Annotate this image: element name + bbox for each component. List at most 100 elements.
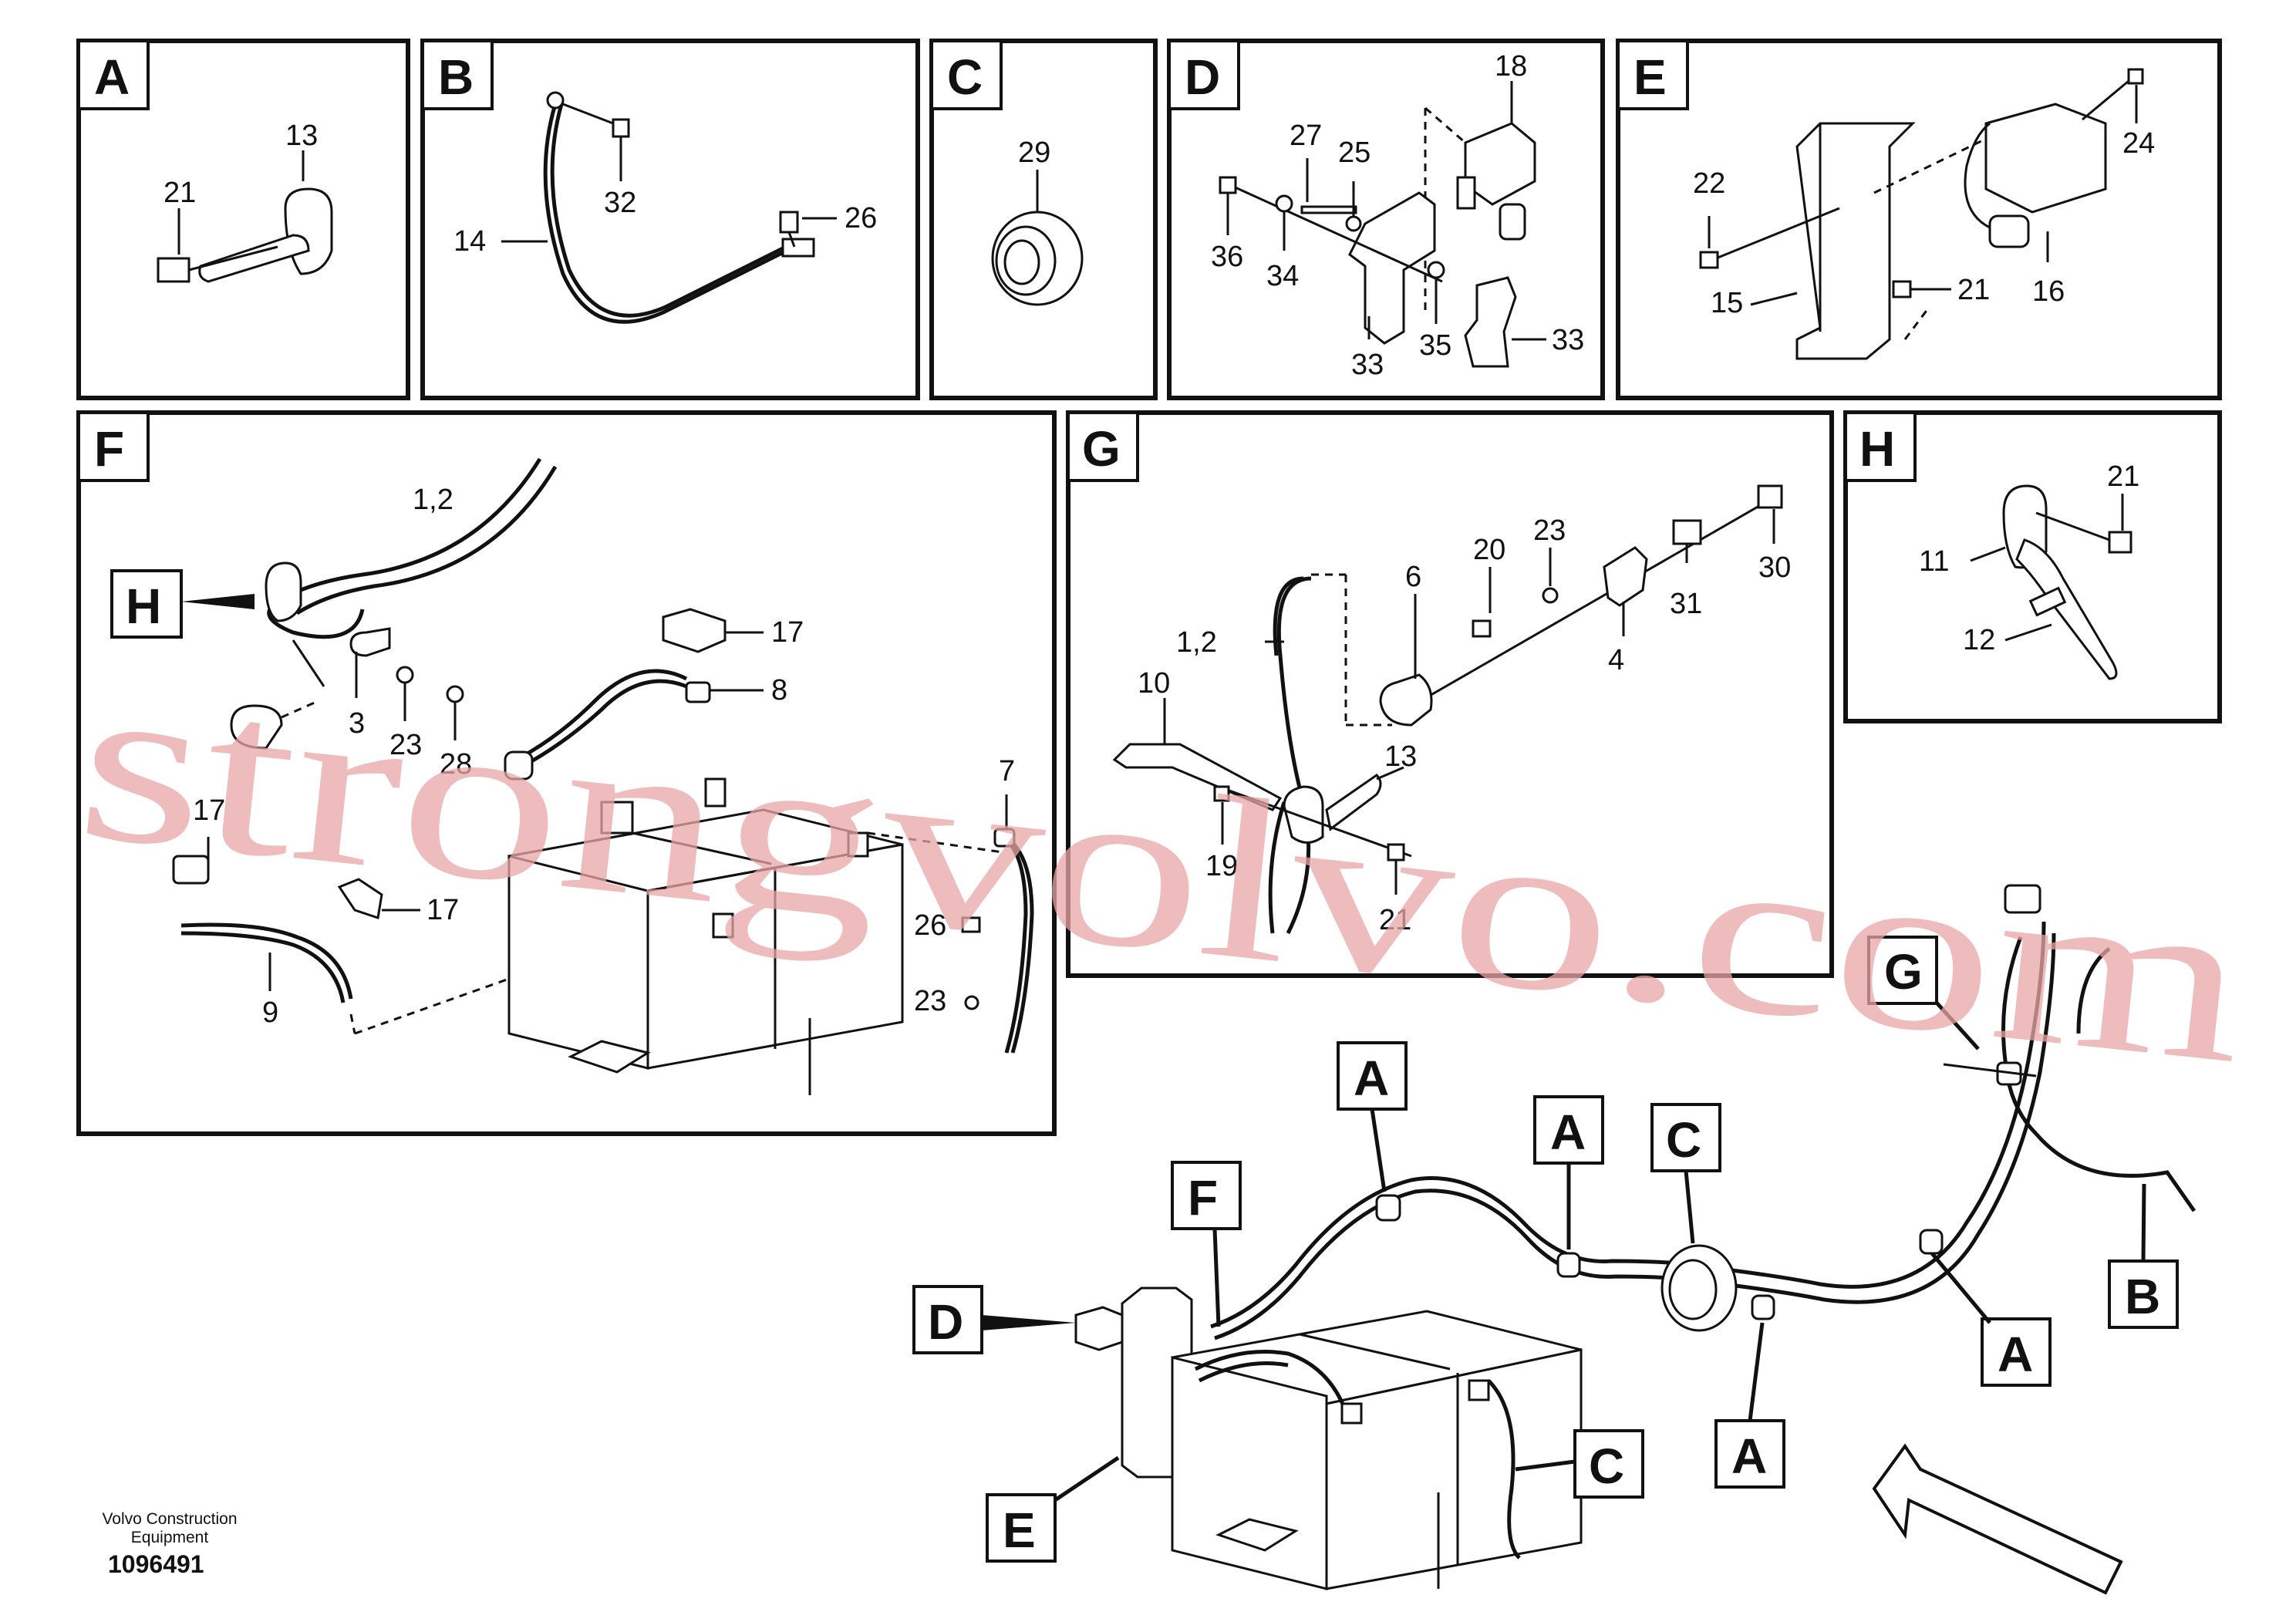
label-1-2: 1,2 <box>413 484 453 516</box>
label-21: 21 <box>2107 460 2139 493</box>
cap-17-left-b <box>172 855 210 885</box>
label-4: 4 <box>1608 644 1624 676</box>
clamp <box>265 561 302 622</box>
label-18: 18 <box>1495 50 1527 83</box>
callout-c2-letter: C <box>1589 1438 1624 1494</box>
bracket-4 <box>1603 546 1648 607</box>
cable-14 <box>543 103 788 324</box>
callout-d-letter: D <box>928 1294 963 1350</box>
panel-f: F H <box>76 410 1057 1136</box>
callout-f: F <box>1171 1161 1242 1327</box>
label-35: 35 <box>1419 329 1451 362</box>
switch-18-knob <box>1499 203 1526 241</box>
bracket-15 <box>1795 122 1916 360</box>
callout-b: B <box>2108 1183 2179 1329</box>
callout-b-letter: B <box>2125 1269 2160 1324</box>
screw-32 <box>612 118 630 138</box>
company-caption: Volvo Construction Equipment <box>102 1510 238 1546</box>
overview-batteries <box>1171 1310 1583 1590</box>
panel-g: G 23 20 6 30 <box>1066 410 1834 978</box>
bolt-21 <box>2108 531 2132 554</box>
label-7: 7 <box>999 755 1015 787</box>
callout-f-letter: F <box>1188 1170 1218 1226</box>
label-6: 6 <box>1405 561 1421 593</box>
cap-17-top <box>662 608 727 653</box>
panel-f-letter: F <box>94 421 124 477</box>
nut-24 <box>2127 68 2144 85</box>
callout-a1-letter: A <box>1354 1050 1389 1106</box>
bolt-20 <box>1472 619 1492 638</box>
panel-c: C 29 <box>929 39 1158 400</box>
callout-h-arrow <box>181 594 255 609</box>
label-36: 36 <box>1211 241 1243 273</box>
label-32: 32 <box>604 187 636 219</box>
panel-a-letter: A <box>94 49 130 105</box>
label-21: 21 <box>164 177 196 209</box>
cap-17-right <box>337 878 383 919</box>
label-17b: 17 <box>193 794 225 827</box>
strap-12 <box>2015 538 2118 680</box>
overview-assembly: G A A C F D B <box>912 884 2197 1595</box>
panel-h: H 21 11 12 <box>1843 410 2222 723</box>
label-26: 26 <box>914 909 946 942</box>
label-29: 29 <box>1018 137 1050 169</box>
callout-e: E <box>986 1455 1120 1563</box>
bolt-21 <box>1892 280 1912 298</box>
sleeve-31 <box>1672 519 1702 545</box>
cable-1-2 <box>1276 576 1312 935</box>
callout-a3: A <box>1930 1252 2052 1387</box>
switch-18-terminal <box>1456 176 1476 210</box>
label-31: 31 <box>1670 588 1702 620</box>
cable-14-edge <box>550 103 791 318</box>
label-25: 25 <box>1338 137 1371 169</box>
direction-arrow <box>1872 1443 2123 1595</box>
label-28: 28 <box>440 748 472 781</box>
label-23: 23 <box>389 729 422 761</box>
battery-pack <box>507 777 1003 1095</box>
bracket-33 <box>1348 191 1436 345</box>
label-17c: 17 <box>426 894 459 926</box>
label-21: 21 <box>1379 904 1411 936</box>
label-14: 14 <box>453 225 486 258</box>
clamp-strap <box>198 234 310 283</box>
label-34: 34 <box>1266 260 1299 292</box>
callout-d: D <box>912 1285 1076 1354</box>
label-22: 22 <box>1693 167 1725 200</box>
label-23: 23 <box>1533 514 1566 547</box>
label-3: 3 <box>349 707 365 740</box>
panel-e-letter: E <box>1633 49 1667 105</box>
washer-23b <box>964 995 979 1010</box>
callout-c1: C <box>1650 1103 1721 1244</box>
washer-35 <box>1427 261 1445 279</box>
label-19: 19 <box>1205 850 1238 882</box>
cable-7 <box>1001 835 1028 1054</box>
panel-e: E 24 22 15 21 16 <box>1616 39 2222 400</box>
callout-a2-letter: A <box>1550 1104 1586 1160</box>
cable-8 <box>507 669 688 766</box>
washer-23 <box>1542 587 1559 604</box>
nut-30 <box>1757 484 1783 509</box>
label-13: 13 <box>1384 740 1417 773</box>
panel-a: A 13 21 <box>76 39 410 400</box>
switch <box>1074 1306 1124 1351</box>
label-26: 26 <box>845 202 877 234</box>
callout-a1: A <box>1337 1041 1408 1192</box>
label-17a: 17 <box>771 616 804 649</box>
main-switch-16 <box>1984 103 2107 214</box>
callout-c2: C <box>1515 1429 1644 1499</box>
clamp-13 <box>1283 785 1324 844</box>
cable-9 <box>180 922 353 1000</box>
callout-a3-letter: A <box>1998 1327 2033 1382</box>
label-21: 21 <box>1957 274 1990 306</box>
bolt-22 <box>1699 251 1719 269</box>
panel-c-letter: C <box>947 49 983 105</box>
callout-h-letter: H <box>126 578 161 634</box>
label-12: 12 <box>1963 624 1995 656</box>
callout-g: G <box>1867 936 1980 1050</box>
callout-a2: A <box>1533 1095 1604 1249</box>
panel-d: D 18 27 25 36 34 33 35 33 <box>1167 39 1605 400</box>
washer-25 <box>1345 215 1362 232</box>
label-13: 13 <box>285 120 318 152</box>
label-11: 11 <box>1919 545 1949 578</box>
label-10: 10 <box>1138 667 1170 700</box>
